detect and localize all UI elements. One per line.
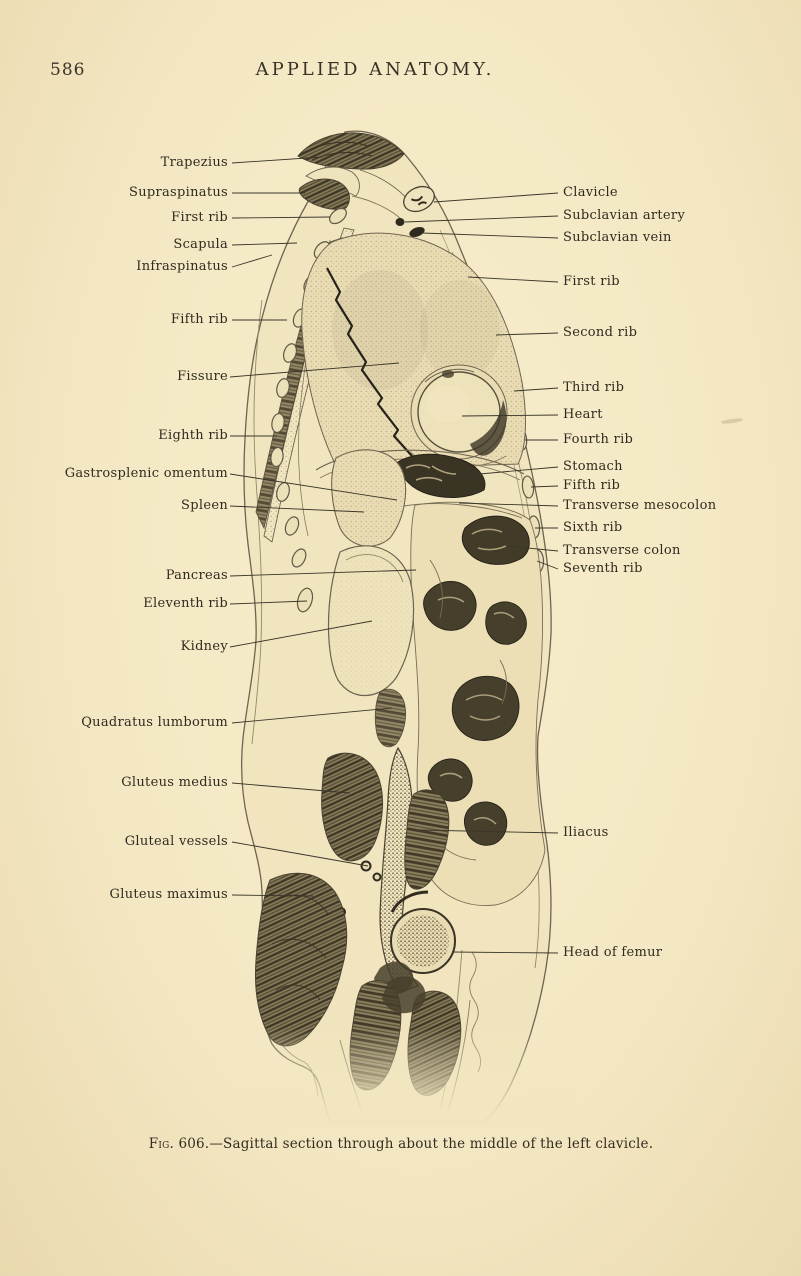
- transverse-colon: [461, 515, 530, 565]
- figure-label-left: Gluteus maximus: [109, 887, 228, 902]
- figure-label-right: First rib: [563, 274, 620, 289]
- running-header: APPLIED ANATOMY.: [255, 59, 495, 80]
- leader-line: [418, 829, 559, 834]
- caption-text: —Sagittal section through about the midd…: [209, 1136, 654, 1152]
- supraspinatus-muscle: [298, 178, 350, 210]
- leader-line: [231, 156, 323, 164]
- figure-label-right: Subclavian artery: [563, 208, 686, 223]
- leader-line: [229, 505, 365, 513]
- subclavian-artery-section: [395, 218, 405, 226]
- figure-label-left: Eleventh rib: [143, 596, 228, 611]
- figure-label-left: Spleen: [181, 498, 228, 513]
- pencil-smudge: [721, 418, 743, 424]
- figure-label-left: Eighth rib: [158, 428, 228, 443]
- leader-line: [495, 332, 559, 336]
- figure-label-right: Sixth rib: [563, 520, 623, 535]
- figure-label-right: Heart: [563, 407, 603, 422]
- figure-label-right: Transverse mesocolon: [563, 498, 717, 513]
- leader-line: [451, 951, 559, 954]
- leader-line: [231, 841, 369, 867]
- figure-fadeout: [225, 1028, 575, 1128]
- shoulder-region: [297, 132, 435, 272]
- leader-lines: [229, 156, 559, 954]
- figure-label-right: Transverse colon: [563, 543, 681, 558]
- leader-line: [421, 232, 559, 239]
- leader-line: [458, 502, 559, 507]
- leader-line: [229, 620, 373, 648]
- figure-label-left: Trapezius: [160, 155, 228, 170]
- leader-line: [506, 545, 559, 552]
- iliacus-muscle: [404, 789, 450, 890]
- figure-label-right: Clavicle: [563, 185, 618, 200]
- figure-label-right: Seventh rib: [563, 561, 643, 576]
- leader-line: [229, 569, 417, 577]
- figure-label-right: Iliacus: [563, 825, 609, 840]
- leader-line: [231, 707, 393, 724]
- clavicle-section: [403, 185, 435, 213]
- figure-label-left: Fifth rib: [170, 312, 228, 327]
- leader-line: [231, 782, 351, 794]
- leader-line: [513, 387, 559, 392]
- figure-label-left: Infraspinatus: [136, 259, 228, 274]
- leader-line: [231, 254, 273, 268]
- pelvis: [255, 746, 456, 1047]
- figure-label-right: Third rib: [563, 380, 625, 395]
- leader-line: [231, 894, 314, 897]
- leader-line: [445, 466, 559, 478]
- figure-label-right: Stomach: [563, 459, 623, 474]
- caption-fig-number: Fig. 606.: [148, 1136, 210, 1152]
- figure-label-right: Fifth rib: [563, 478, 621, 493]
- leader-line: [467, 276, 559, 283]
- figure-caption: Fig. 606.—Sagittal section through about…: [14, 1136, 788, 1152]
- figure-label-right: Subclavian vein: [563, 230, 672, 245]
- leader-line: [231, 216, 331, 219]
- quadratus-lumborum: [374, 688, 407, 748]
- figure-label-right: Fourth rib: [563, 432, 634, 447]
- leader-line: [229, 600, 308, 605]
- figure-label-left: Scapula: [173, 237, 228, 252]
- subclavian-vein-section: [409, 226, 425, 238]
- figure-label-right: Head of femur: [563, 945, 663, 960]
- figure-label-left: Gluteus medius: [121, 775, 228, 790]
- leader-line: [229, 362, 400, 378]
- figure-label-left: First rib: [171, 210, 228, 225]
- leader-line: [231, 242, 298, 246]
- leader-line: [229, 473, 398, 501]
- figure-label-left: Pancreas: [165, 568, 228, 583]
- figure-label-left: Quadratus lumborum: [81, 715, 228, 730]
- thorax: [301, 232, 526, 481]
- leader-line: [461, 414, 559, 417]
- leader-line: [404, 215, 559, 223]
- figure-label-left: Fissure: [177, 369, 228, 384]
- figure-label-left: Kidney: [180, 639, 228, 654]
- leader-line: [536, 560, 559, 570]
- leader-line: [433, 192, 559, 203]
- gluteus-medius: [321, 752, 384, 862]
- heart: [410, 364, 508, 460]
- leader-line: [530, 485, 559, 488]
- page-number: 586: [50, 60, 86, 80]
- figure-label-left: Supraspinatus: [128, 185, 228, 200]
- figure-label-left: Gluteal vessels: [124, 834, 228, 849]
- figure-label-left: Gastrosplenic omentum: [64, 466, 228, 481]
- figure-label-right: Second rib: [563, 325, 638, 340]
